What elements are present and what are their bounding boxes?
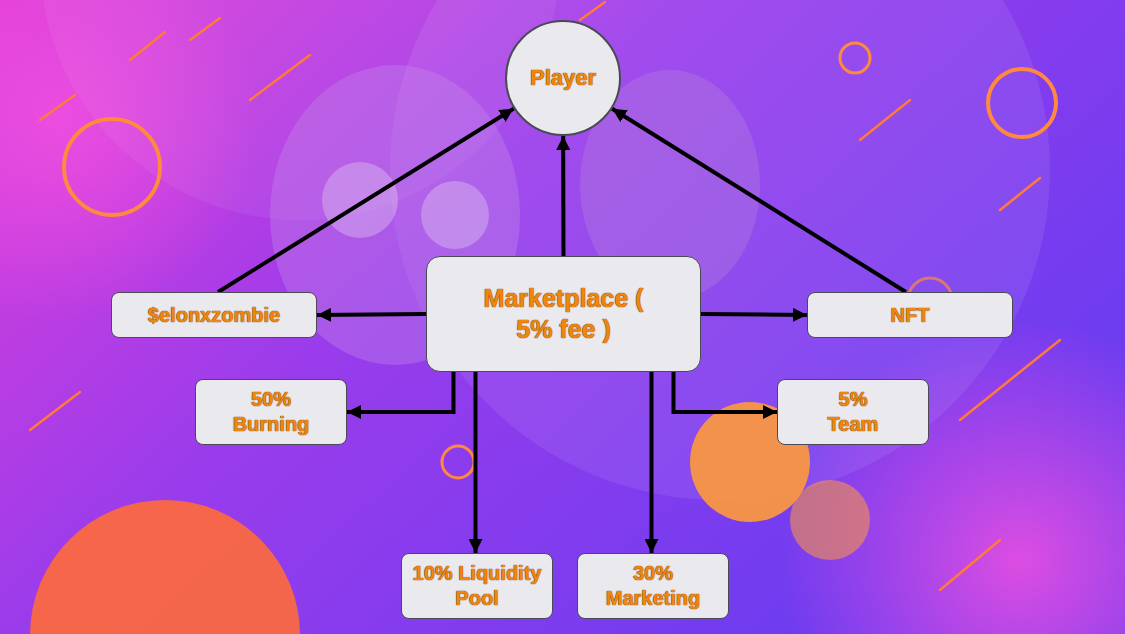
node-label: 50% Burning [216, 387, 326, 437]
connector-arrow [561, 136, 565, 256]
accent-stroke [580, 2, 605, 20]
nft-box: NFT [807, 292, 1013, 338]
node-label: 30% Marketing [586, 561, 720, 611]
accent-strokes [30, 2, 1060, 590]
orange-disc [30, 500, 300, 634]
connector-arrow [317, 314, 426, 315]
connector-arrow [674, 372, 778, 412]
accent-stroke [860, 100, 910, 140]
accent-stroke [190, 18, 220, 40]
connector-arrow [474, 372, 478, 553]
accent-stroke [1000, 178, 1040, 210]
accent-stroke [30, 392, 80, 430]
node-label: 5% Team [813, 387, 893, 437]
orange-ring [840, 43, 870, 73]
share-box: 5% Team [777, 379, 929, 445]
orange-disc [790, 480, 870, 560]
node-label: 10% Liquidity Pool [410, 561, 544, 611]
orange-ring [64, 119, 160, 215]
accent-stroke [960, 340, 1060, 420]
token-box: $elonxzombie [111, 292, 317, 338]
accent-stroke [130, 32, 165, 60]
accent-stroke [250, 55, 310, 100]
orange-ring [442, 446, 474, 478]
node-label: $elonxzombie [120, 303, 308, 328]
player-circle: Player [505, 20, 621, 136]
share-box: 50% Burning [195, 379, 347, 445]
zombie-eye [322, 162, 398, 238]
node-label: Marketplace ( 5% fee ) [477, 283, 650, 346]
connector-arrow [347, 372, 454, 412]
node-label: Player [515, 64, 611, 92]
accent-stroke [40, 95, 75, 120]
share-box: 10% Liquidity Pool [401, 553, 553, 619]
connector-arrow [701, 314, 807, 315]
marketplace-box: Marketplace ( 5% fee ) [426, 256, 701, 372]
connector-arrow [650, 372, 654, 553]
node-label: NFT [816, 303, 1004, 328]
zombie-eye [421, 181, 489, 249]
share-box: 30% Marketing [577, 553, 729, 619]
accent-stroke [940, 540, 1000, 590]
orange-ring [988, 69, 1056, 137]
